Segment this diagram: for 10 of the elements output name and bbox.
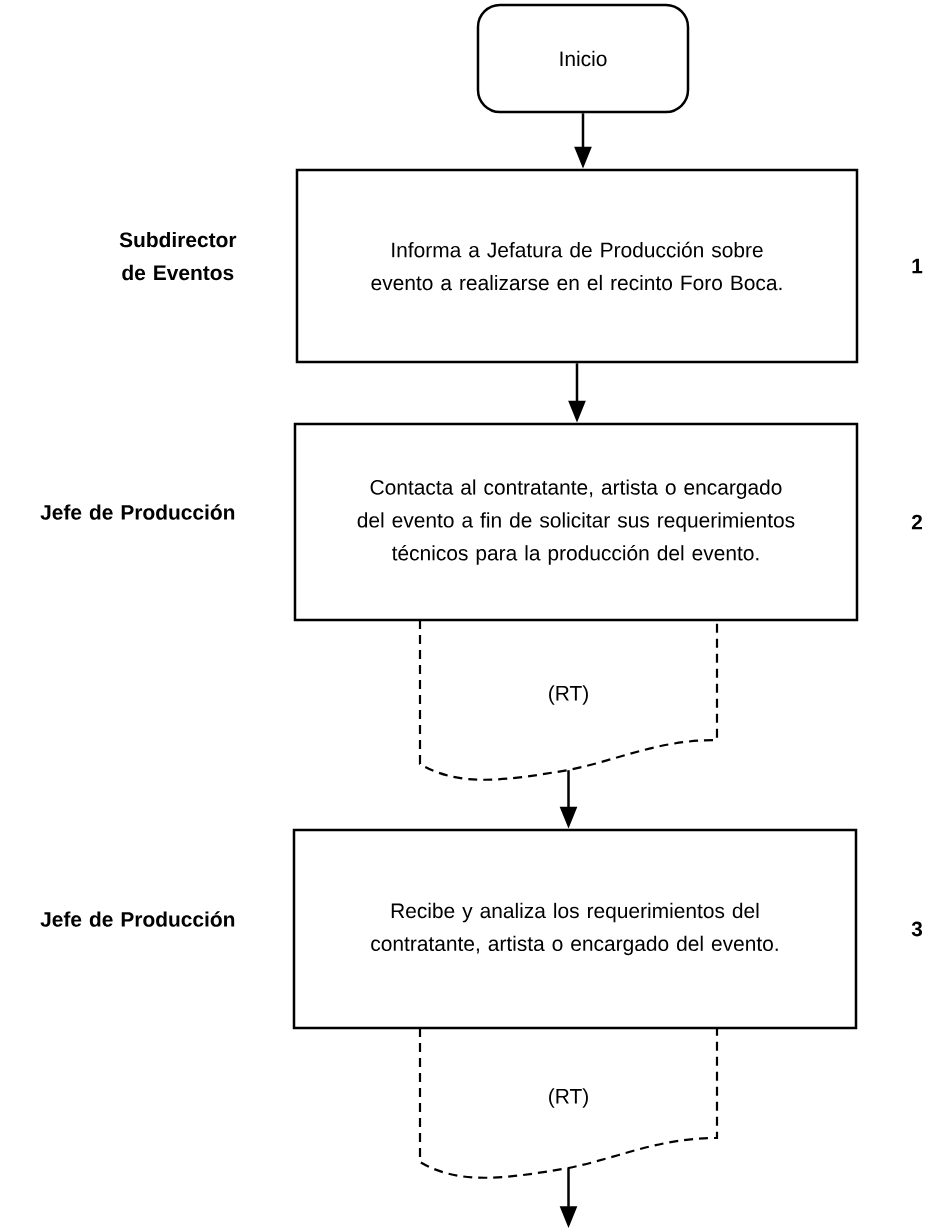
- process-box: Recibe y analiza los requerimientos del contratante, artista o encargado del evento.: [292, 828, 858, 1030]
- role-label: Subdirector de Eventos: [119, 231, 237, 281]
- step-number: 2: [911, 514, 922, 530]
- process-box: Informa a Jefatura de Producción sobre evento a realizarse en el recinto Foro Boca.: [295, 168, 859, 364]
- start-box: Inicio: [476, 3, 690, 114]
- role-label: Jefe de Producción: [40, 911, 235, 927]
- step-number: 1: [912, 258, 923, 274]
- step-number: 3: [911, 921, 923, 937]
- process-box: Contacta al contratante, artista o encargado del evento a fin de solicitar sus requerimientos técnicos para la producción del evento.: [293, 422, 859, 622]
- role-label: Jefe de Producción: [40, 504, 235, 520]
